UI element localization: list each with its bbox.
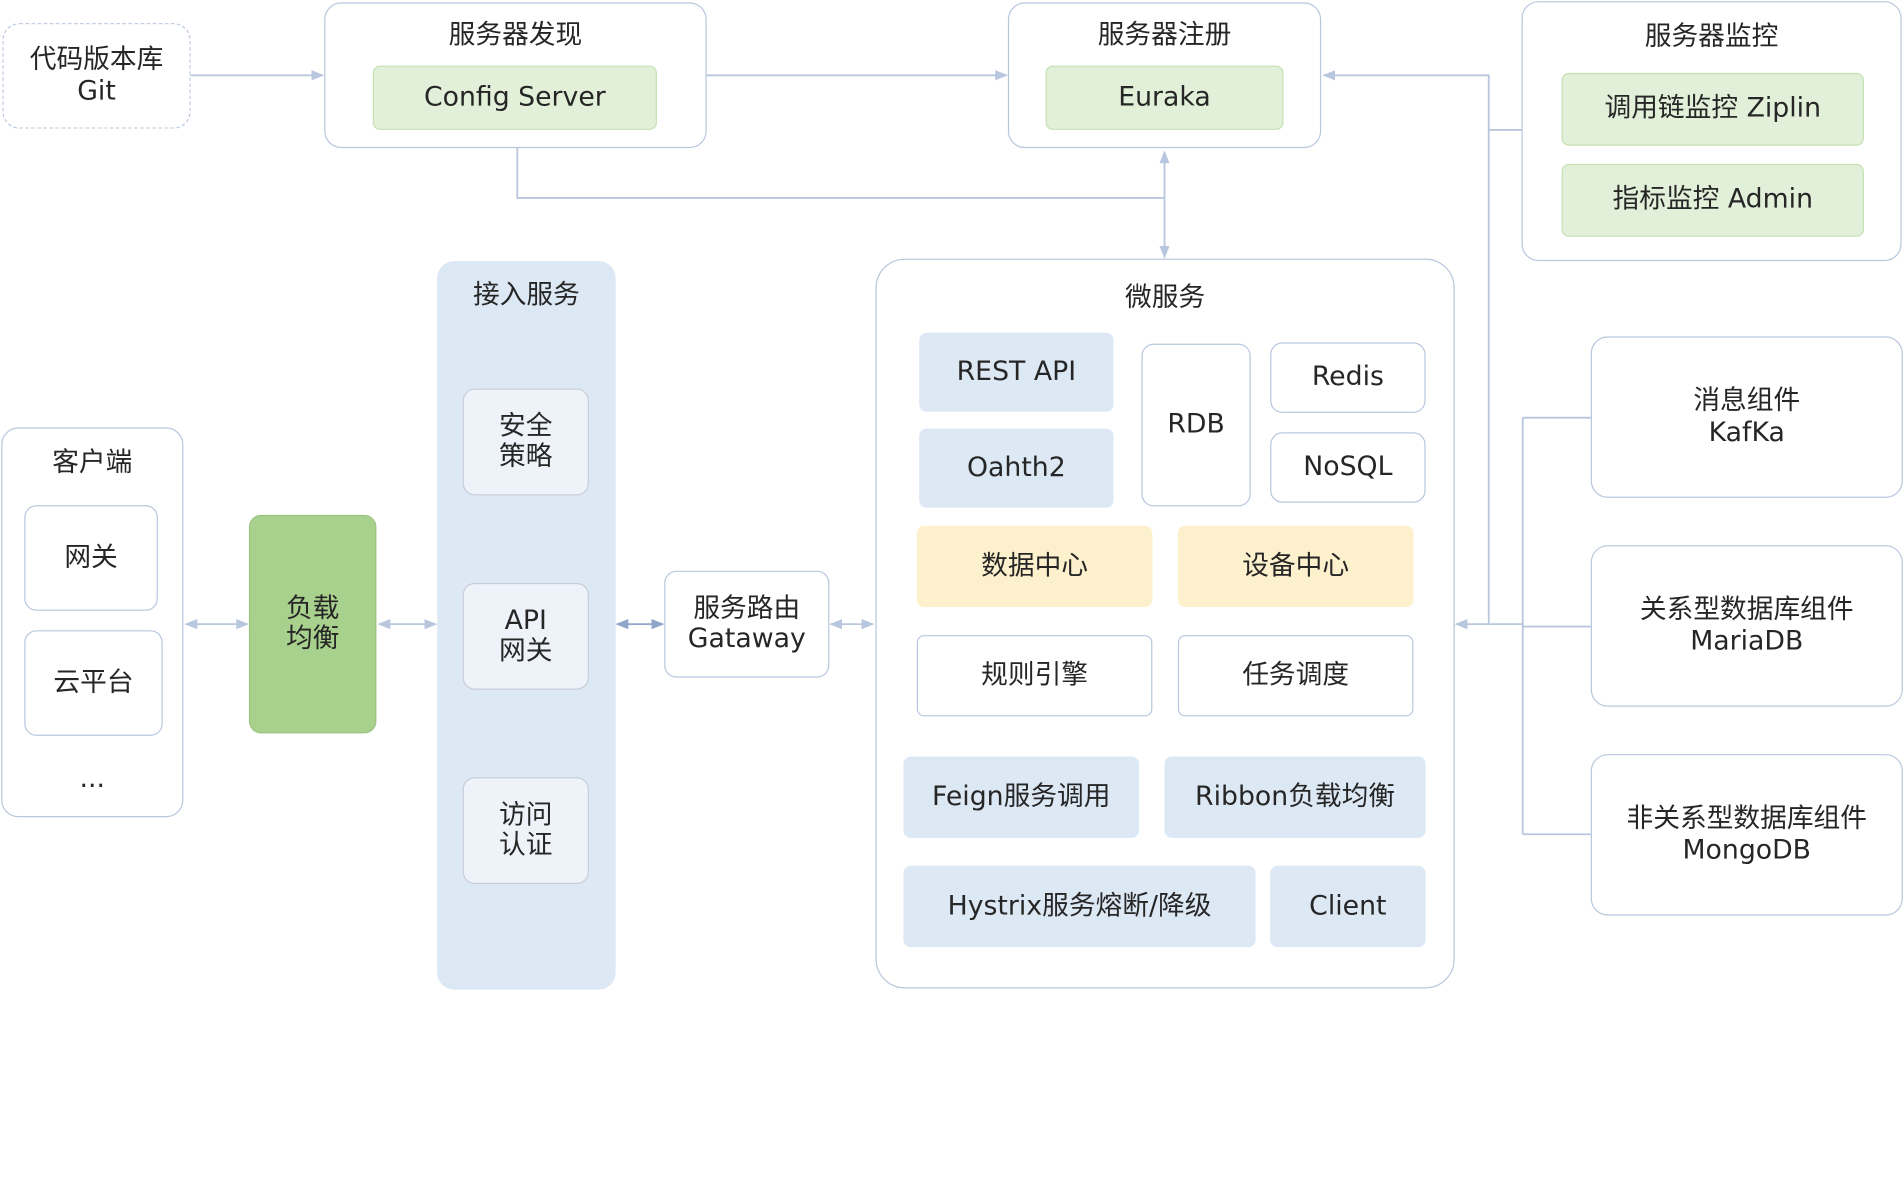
client-box: Client [1270, 865, 1426, 948]
admin-box: 指标监控 Admin [1561, 163, 1864, 237]
oauth2-box: Oahth2 [919, 428, 1114, 508]
arrow-monitor-to-registry [1322, 70, 1522, 131]
nosql-box: NoSQL [1270, 432, 1426, 503]
rest-api-box: REST API [919, 332, 1114, 412]
config-server-box: Config Server [372, 65, 657, 130]
rule-engine-box: 规则引擎 [916, 635, 1153, 717]
client-title: 客户端 [52, 448, 133, 479]
api-gateway-box: API 网关 [462, 582, 589, 690]
security-policy-box: 安全 策略 [462, 388, 589, 496]
client-panel: 客户端 网关 云平台 ... [1, 427, 184, 818]
kafka-component: 消息组件 KafKa [1590, 336, 1903, 498]
mariadb-component: 关系型数据库组件 MariaDB [1590, 545, 1903, 707]
task-scheduler-box: 任务调度 [1177, 635, 1414, 717]
euraka-box: Euraka [1045, 65, 1284, 130]
access-service-panel: 接入服务 安全 策略 API 网关 访问 认证 [437, 261, 616, 990]
monitor-panel: 服务器监控 调用链监控 Ziplin 指标监控 Admin [1521, 1, 1902, 262]
code-repo-git: 代码版本库 Git [2, 23, 191, 129]
registry-title: 服务器注册 [1097, 21, 1232, 52]
client-more: ... [79, 764, 106, 795]
discovery-panel: 服务器发现 Config Server [324, 2, 707, 149]
monitor-title: 服务器监控 [1644, 22, 1779, 53]
line-config-to-micro [516, 148, 1165, 199]
access-auth-box: 访问 认证 [462, 777, 589, 885]
feign-box: Feign服务调用 [903, 756, 1140, 838]
discovery-title: 服务器发现 [448, 21, 583, 52]
load-balancer: 负载 均衡 [248, 514, 377, 734]
microservice-panel: 微服务 REST API Oahth2 RDB Redis NoSQL 数据中心… [875, 258, 1455, 989]
hystrix-box: Hystrix服务熔断/降级 [903, 865, 1256, 948]
data-center-box: 数据中心 [916, 525, 1153, 608]
gateway-item: 网关 [24, 505, 158, 611]
redis-box: Redis [1270, 342, 1426, 413]
ribbon-box: Ribbon负载均衡 [1164, 756, 1426, 838]
rdb-box: RDB [1141, 343, 1251, 507]
cloud-platform-item: 云平台 [24, 630, 163, 736]
micro-title: 微服务 [1125, 283, 1206, 314]
ziplin-box: 调用链监控 Ziplin [1561, 72, 1864, 146]
registry-panel: 服务器注册 Euraka [1007, 2, 1322, 149]
device-center-box: 设备中心 [1177, 525, 1414, 608]
mongodb-component: 非关系型数据库组件 MongoDB [1590, 754, 1903, 916]
access-title: 接入服务 [472, 280, 580, 312]
service-router-gateway: 服务路由 Gataway [664, 570, 830, 678]
